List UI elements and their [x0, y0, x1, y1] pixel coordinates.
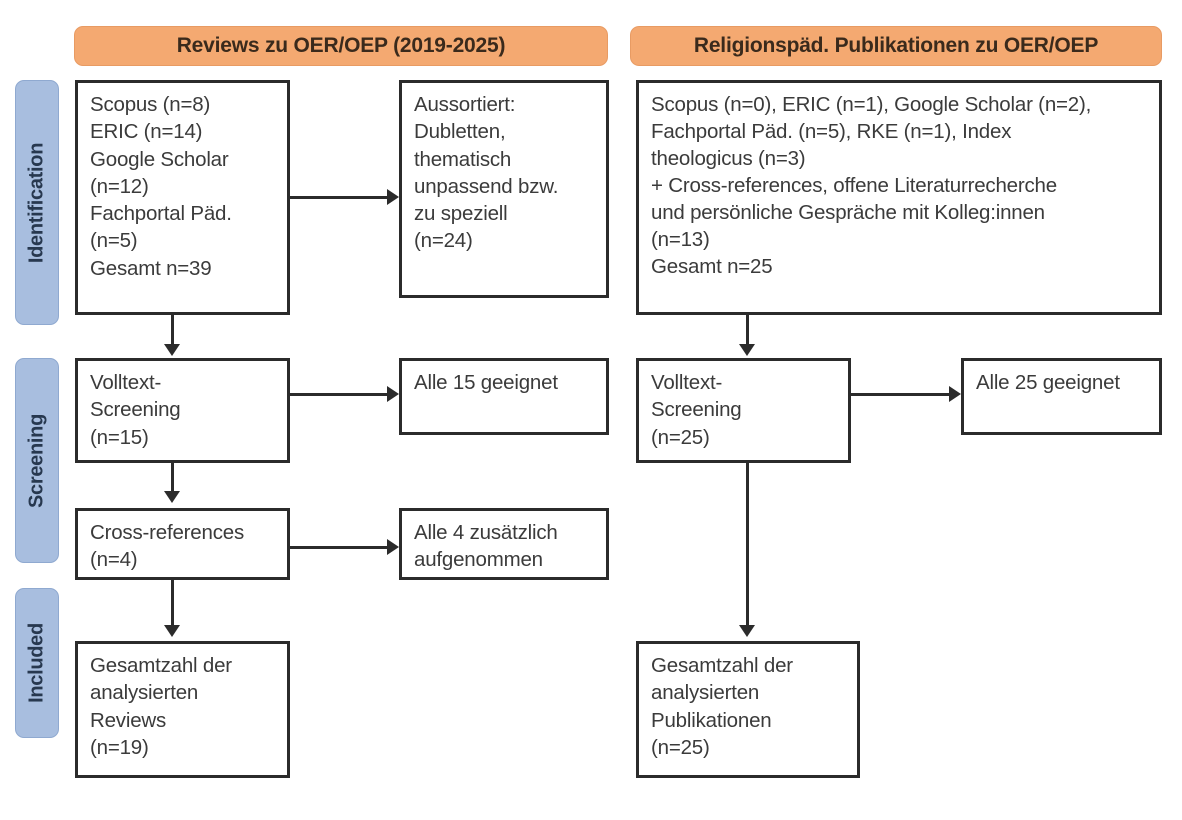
arrowhead-right-sources-to-screening [739, 344, 755, 356]
box-right-included-total: Gesamtzahl der analysierten Publikatione… [636, 641, 860, 778]
stage-pill-included: Included [15, 588, 59, 738]
connector-left-sources-to-excluded [290, 196, 387, 199]
arrowhead-left-sources-to-screening [164, 344, 180, 356]
connector-left-crossrefs-to-included [171, 580, 174, 628]
arrowhead-right-screening-to-included [739, 625, 755, 637]
connector-right-sources-to-screening [746, 315, 749, 347]
box-right-fulltext-result: Alle 25 geeignet [961, 358, 1162, 435]
connector-right-screening-to-result [851, 393, 949, 396]
stage-label-identification: Identification [25, 142, 48, 263]
banner-left-label: Reviews zu OER/OEP (2019-2025) [176, 34, 506, 57]
box-right-identification-sources: Scopus (n=0), ERIC (n=1), Google Scholar… [636, 80, 1162, 315]
banner-left-reviews: Reviews zu OER/OEP (2019-2025) [74, 26, 608, 66]
box-left-excluded: Aussortiert: Dubletten, thematisch unpas… [399, 80, 609, 298]
stage-pill-identification: Identification [15, 80, 59, 325]
box-left-cross-references: Cross-references (n=4) [75, 508, 290, 580]
arrowhead-left-crossrefs-to-result [387, 539, 399, 555]
arrowhead-left-screening-to-result [387, 386, 399, 402]
banner-right-label: Religionspäd. Publikationen zu OER/OEP [693, 34, 1099, 57]
stage-label-included: Included [25, 623, 48, 703]
box-left-fulltext-result: Alle 15 geeignet [399, 358, 609, 435]
box-left-fulltext-screening: Volltext- Screening (n=15) [75, 358, 290, 463]
arrowhead-left-crossrefs-to-included [164, 625, 180, 637]
arrowhead-left-screening-to-crossrefs [164, 491, 180, 503]
box-left-cross-references-result: Alle 4 zusätzlich aufgenommen [399, 508, 609, 580]
connector-left-screening-to-crossrefs [171, 463, 174, 494]
stage-label-screening: Screening [25, 413, 48, 508]
box-right-fulltext-screening: Volltext- Screening (n=25) [636, 358, 851, 463]
arrowhead-right-screening-to-result [949, 386, 961, 402]
banner-right-publications: Religionspäd. Publikationen zu OER/OEP [630, 26, 1162, 66]
connector-left-screening-to-result [290, 393, 387, 396]
box-left-identification-sources: Scopus (n=8) ERIC (n=14) Google Scholar … [75, 80, 290, 315]
connector-left-sources-to-screening [171, 315, 174, 347]
arrowhead-left-sources-to-excluded [387, 189, 399, 205]
connector-left-crossrefs-to-result [290, 546, 387, 549]
connector-right-screening-to-included [746, 463, 749, 628]
box-left-included-total: Gesamtzahl der analysierten Reviews (n=1… [75, 641, 290, 778]
stage-pill-screening: Screening [15, 358, 59, 563]
